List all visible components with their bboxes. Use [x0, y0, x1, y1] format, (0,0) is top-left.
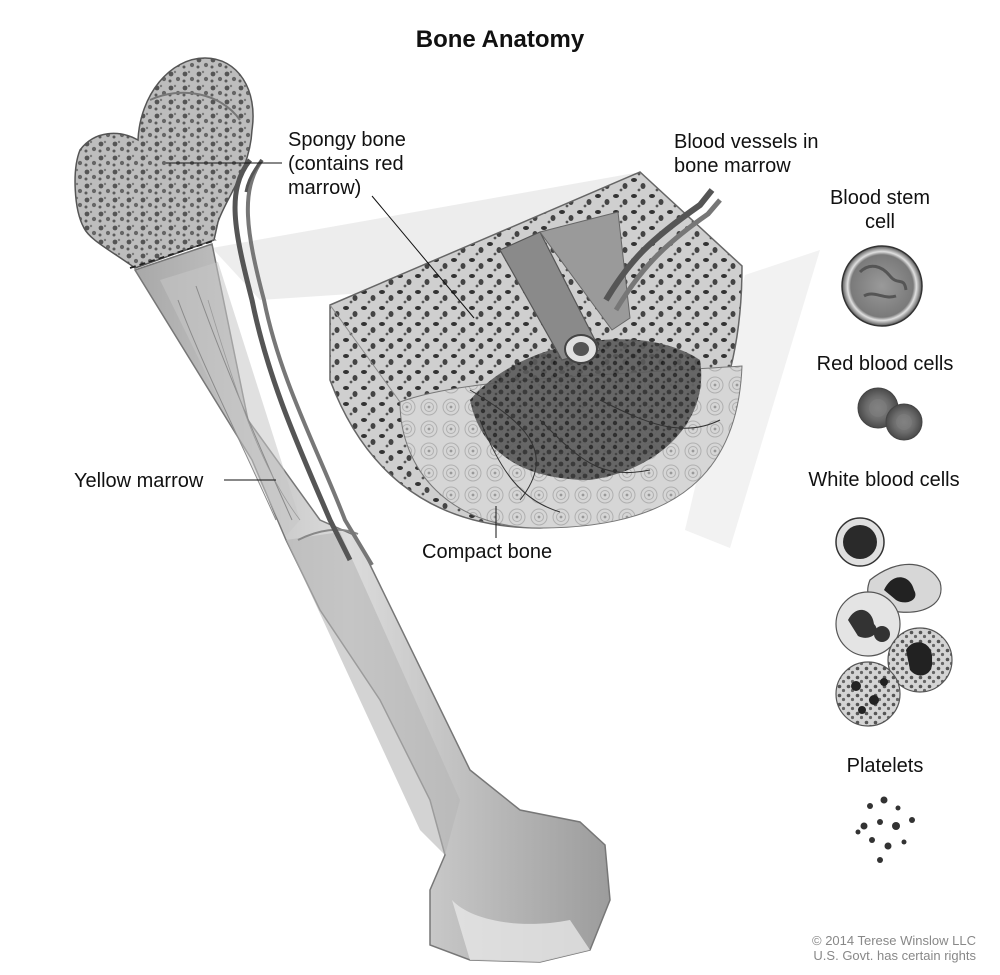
label-red-blood-cells: Red blood cells	[790, 352, 980, 376]
blood-stem-cell-image	[842, 246, 922, 326]
label-spongy-bone: Spongy bone (contains red marrow)	[288, 128, 406, 200]
platelets-image	[856, 797, 916, 864]
label-blood-stem-cell: Blood stem cell	[820, 186, 940, 234]
label-white-blood-cells: White blood cells	[784, 468, 984, 492]
diagram-title: Bone Anatomy	[0, 26, 1000, 54]
white-blood-cells-image	[836, 518, 952, 726]
label-compact-bone: Compact bone	[422, 540, 552, 564]
red-blood-cells-image	[858, 388, 922, 440]
label-platelets: Platelets	[820, 754, 950, 778]
label-yellow-marrow: Yellow marrow	[74, 469, 203, 493]
copyright-credit: © 2014 Terese Winslow LLC U.S. Govt. has…	[812, 933, 976, 963]
label-blood-vessels: Blood vessels in bone marrow	[674, 130, 819, 178]
